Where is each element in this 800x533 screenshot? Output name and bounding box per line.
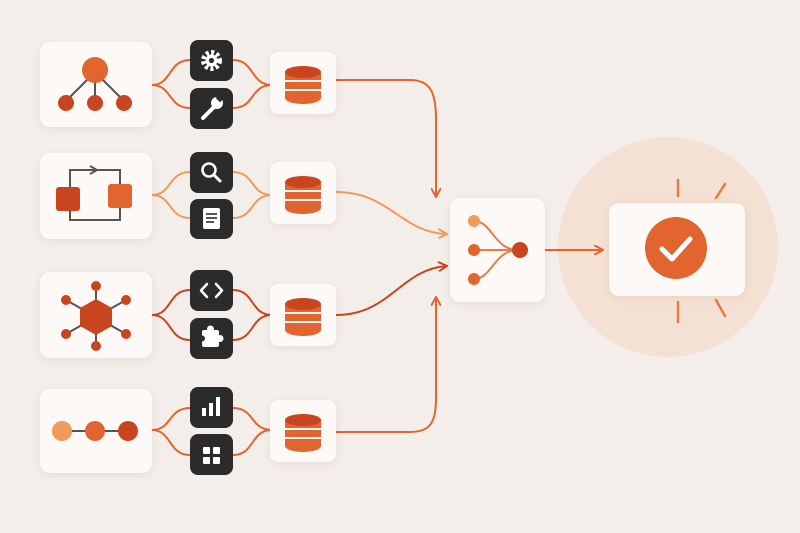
connector-tool4b-db4	[232, 429, 273, 456]
gear-icon	[201, 50, 222, 71]
tool-tile-chart	[190, 387, 233, 428]
database-card-3	[270, 284, 336, 346]
connector-tool3a-db3	[232, 289, 273, 316]
source-card-2	[40, 153, 152, 239]
connector-source4-tool4b	[151, 429, 191, 456]
source-card-4	[40, 389, 152, 473]
connector-source4-tool4a	[151, 407, 191, 431]
connector-tool2a-db2	[232, 171, 273, 196]
connector-db3-merge	[335, 266, 446, 316]
tool-tile-grid	[190, 434, 233, 475]
tool-tile-code	[190, 270, 233, 311]
document-icon	[203, 208, 220, 229]
linked-dots-icon	[52, 421, 138, 441]
magnifier-icon	[201, 162, 222, 183]
database-card-1	[270, 52, 336, 114]
merge-card	[450, 198, 545, 302]
connector-tool2b-db2	[232, 194, 273, 219]
connector-db1-merge	[336, 79, 436, 196]
database-card-2	[270, 162, 336, 224]
connector-source2-tool2a	[151, 171, 191, 196]
tool-tile-document	[190, 199, 233, 239]
grid-icon	[203, 447, 220, 464]
connector-source1-tool1b	[151, 84, 191, 109]
code-brackets-icon	[199, 282, 224, 299]
bar-chart-icon	[202, 397, 220, 416]
source-card-3	[40, 272, 152, 358]
sync-loop-icon	[56, 165, 132, 221]
tool-tile-wrench	[190, 88, 233, 129]
connector-source2-tool2b	[151, 194, 191, 219]
connector-tool1a-db1	[232, 59, 273, 86]
puzzle-piece-icon	[199, 325, 224, 347]
connector-source3-tool3a	[151, 289, 191, 316]
tool-tile-search	[190, 152, 233, 193]
tool-tile-puzzle	[190, 318, 233, 359]
merge-branch-icon	[468, 215, 528, 285]
database-icon	[285, 66, 321, 104]
wrench-icon	[201, 93, 225, 120]
checkmark-circle-icon	[645, 217, 707, 279]
connector-tool3b-db3	[232, 314, 273, 341]
result-card	[609, 178, 745, 324]
database-icon	[285, 414, 321, 452]
database-card-4	[270, 400, 336, 462]
database-icon	[285, 298, 321, 336]
connector-db2-merge	[335, 191, 446, 234]
source-card-1	[40, 42, 152, 127]
connectors	[151, 59, 602, 456]
connector-tool4a-db4	[232, 407, 273, 431]
connector-source1-tool1a	[151, 59, 191, 86]
hierarchy-tree-icon	[58, 57, 132, 111]
result-ticks	[676, 178, 727, 324]
database-icon	[285, 176, 321, 214]
hexagon-network-icon	[61, 281, 131, 351]
connector-db4-merge	[336, 298, 436, 433]
connector-source3-tool3b	[151, 314, 191, 341]
tool-tile-gear	[190, 40, 233, 81]
connector-tool1b-db1	[232, 84, 273, 109]
